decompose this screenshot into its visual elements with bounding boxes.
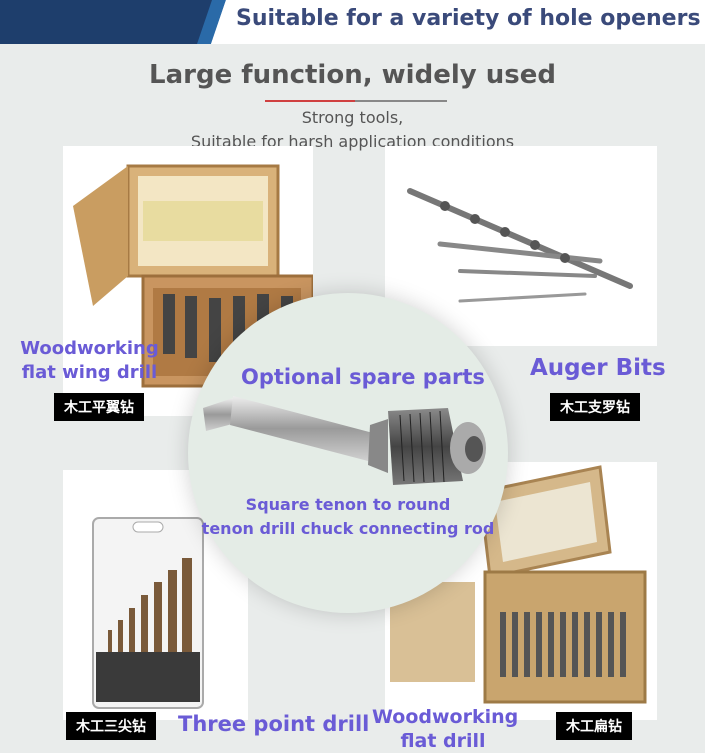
tag-auger-bits: 木工支罗钻 — [550, 393, 640, 421]
center-title: Optional spare parts — [241, 365, 485, 389]
label-auger-bits: Auger Bits — [530, 355, 666, 381]
flat-drill-set-image — [390, 465, 647, 704]
tag-flat-drill: 木工扁钻 — [556, 712, 632, 740]
label-flat-wing-drill-line1: Woodworking — [20, 338, 159, 359]
heading-underline — [265, 100, 447, 102]
auger-bits-image — [407, 188, 633, 303]
banner-shape — [0, 0, 705, 44]
panel-flat-wing-drill — [63, 146, 313, 416]
heading-underline-accent — [265, 100, 355, 102]
banner-title: Suitable for a variety of hole openers — [236, 6, 701, 31]
label-flat-drill-line2: flat drill — [400, 730, 486, 752]
center-description-line1: Square tenon to round — [245, 495, 451, 514]
page-heading: Large function, widely used — [149, 60, 556, 90]
tag-flat-wing-drill: 木工平翼钻 — [54, 393, 144, 421]
top-banner: Suitable for a variety of hole openers — [0, 0, 705, 44]
drill-chuck-rod-image — [203, 396, 486, 485]
label-flat-drill: Woodworking flat drill — [372, 705, 519, 753]
center-circle: Optional spare parts Square tenon to rou… — [188, 293, 508, 613]
label-flat-wing-drill-line2: flat wing drill — [21, 362, 158, 383]
label-flat-wing-drill: Woodworking flat wing drill — [12, 337, 167, 385]
panel-auger-bits — [385, 146, 657, 346]
label-flat-drill-line1: Woodworking — [372, 706, 519, 728]
center-description: Square tenon to round tenon drill chuck … — [188, 493, 508, 541]
tag-three-point-drill: 木工三尖钻 — [66, 712, 156, 740]
center-description-line2: tenon drill chuck connecting rod — [201, 519, 495, 538]
three-point-drill-set-image — [92, 517, 204, 709]
panel-three-point-drill — [63, 470, 248, 720]
heading-subtitle-1: Strong tools, — [301, 108, 404, 127]
label-three-point-drill: Three point drill — [178, 712, 370, 736]
